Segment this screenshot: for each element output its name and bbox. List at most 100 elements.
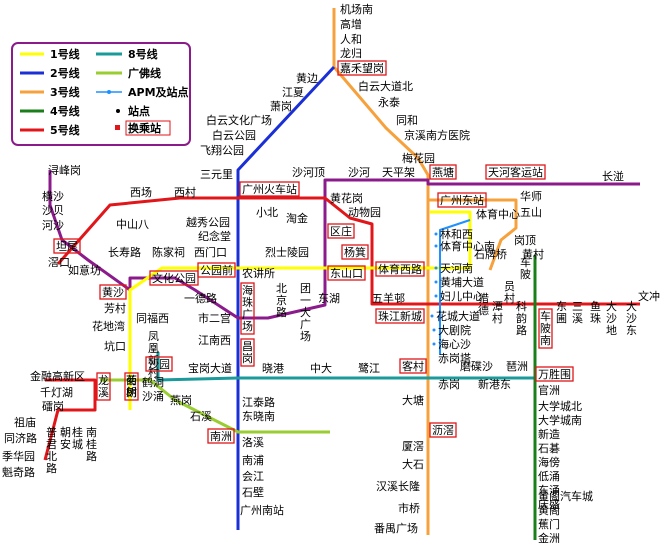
station-label-kk[interactable]: 坑口 [104, 339, 126, 353]
station-label-dwy[interactable]: 动物园 [348, 205, 381, 219]
station-label-dsd[interactable]: 大 [606, 299, 617, 313]
station-label-dsd[interactable]: 沙 [606, 312, 617, 325]
station-label-yt2[interactable]: 燕塘 [432, 165, 454, 179]
station-label-fc[interactable]: 芳村 [104, 301, 126, 315]
station-label-zd[interactable]: 中大 [310, 361, 332, 375]
station-label-gyq[interactable]: 公园前 [200, 263, 233, 277]
station-label-kyl[interactable]: 路 [516, 324, 527, 337]
station-label-wc[interactable]: 文冲 [638, 289, 660, 303]
station-label-sq[interactable]: 市桥 [398, 501, 420, 515]
station-label-hg[interactable]: 黄阁 [538, 503, 560, 517]
station-label-dp[interactable]: 东 [556, 300, 567, 313]
station-label-cbei[interactable]: 陂 [520, 267, 531, 281]
station-label-zjxc[interactable]: 珠江新城 [378, 309, 422, 323]
station-label-hj[interactable]: 会江 [242, 470, 264, 483]
station-label-thkyz[interactable]: 天河客运站 [488, 165, 543, 179]
station-label-jc[interactable]: 菊 [126, 374, 137, 387]
station-label-xl[interactable]: 西 [126, 374, 137, 387]
station-label-gc[interactable]: 桂 [72, 425, 83, 439]
station-label-bjl[interactable]: 路 [276, 306, 287, 319]
station-label-tyzx[interactable]: 体育中心 [476, 207, 520, 221]
station-label-ld[interactable]: 猎 [478, 291, 489, 305]
station-label-lj[interactable]: 鹭江 [358, 361, 380, 375]
station-label-xgang[interactable]: 晓港 [262, 362, 284, 375]
station-label-kql[interactable]: 魁奇路 [2, 465, 35, 479]
station-label-dsdong[interactable]: 东 [626, 324, 637, 337]
station-label-bjl[interactable]: 北 [276, 282, 287, 295]
station-label-lhx[interactable]: 林和西 [440, 227, 473, 241]
station-label-cbei[interactable]: 车 [520, 255, 531, 269]
station-label-thn[interactable]: 天河南 [440, 262, 473, 275]
station-label-hdw[interactable]: 花地湾 [92, 319, 125, 333]
station-label-sy[interactable]: 沙涌 [142, 390, 164, 403]
station-label-zm[interactable]: 祖庙 [14, 415, 36, 429]
station-label-dsk[interactable]: 东山口 [330, 267, 363, 280]
station-label-ca[interactable]: 朝 [60, 426, 71, 439]
station-label-hzgc[interactable]: 广 [242, 308, 253, 321]
station-label-bygy[interactable]: 白云公园 [212, 128, 256, 142]
station-label-tw[interactable]: 坦尾 [56, 239, 78, 253]
station-label-cbn[interactable]: 南 [540, 334, 551, 347]
station-label-fezx[interactable]: 妇儿中心 [440, 290, 484, 303]
station-label-jx[interactable]: 江夏 [282, 86, 304, 99]
station-label-jhy[interactable]: 季华园 [2, 449, 35, 463]
station-label-mds[interactable]: 磨碟沙 [460, 360, 493, 373]
station-label-kyl[interactable]: 韵 [516, 311, 527, 325]
station-label-ydl[interactable]: 一德路 [184, 291, 217, 305]
station-label-shd[interactable]: 沙河顶 [292, 166, 325, 179]
station-label-xj[interactable]: 厦滘 [402, 440, 424, 453]
station-label-ryf[interactable]: 如意坊 [68, 263, 101, 277]
station-label-njs[interactable]: 农讲所 [242, 266, 275, 280]
station-label-xz[interactable]: 新造 [538, 427, 560, 441]
station-label-tpj[interactable]: 天平架 [382, 166, 415, 179]
station-label-hpdd[interactable]: 黄埔大道 [440, 275, 484, 289]
station-label-cbn[interactable]: 陂 [540, 321, 551, 335]
station-label-dxn[interactable]: 东晓南 [242, 410, 275, 423]
station-label-pjbl[interactable]: 普 [46, 425, 57, 439]
station-label-dsdong[interactable]: 沙 [626, 312, 637, 325]
station-label-ljcz[interactable]: 龙 [98, 374, 109, 387]
station-label-xg[interactable]: 萧岗 [270, 100, 292, 113]
station-label-hc[interactable]: 黄村 [522, 247, 544, 261]
station-label-lgang[interactable]: 礌岗 [42, 400, 64, 413]
station-label-mhy[interactable]: 梅花园 [402, 151, 435, 165]
station-label-cgt[interactable]: 赤岗塔 [438, 352, 471, 365]
station-label-dyong[interactable]: 东涌 [538, 484, 560, 497]
station-label-bydbb[interactable]: 白云大道北 [358, 79, 413, 93]
station-label-hhg[interactable]: 黄花岗 [330, 191, 363, 205]
station-label-hesha[interactable]: 河沙 [42, 219, 64, 232]
station-label-hb[interactable]: 黄边 [296, 71, 318, 85]
station-label-sb[interactable]: 沙贝 [42, 204, 64, 217]
station-label-ws[interactable]: 五山 [520, 206, 542, 219]
station-label-seg[interactable]: 市二宫 [198, 311, 231, 325]
station-label-rh[interactable]: 人和 [340, 33, 362, 46]
station-label-lg[interactable]: 龙归 [340, 46, 362, 60]
station-label-jz[interactable]: 金洲 [538, 531, 560, 545]
station-label-fxgy[interactable]: 飞翔公园 [200, 143, 244, 157]
station-label-gc[interactable]: 城 [72, 438, 83, 451]
station-label-cg[interactable]: 岗 [242, 352, 253, 365]
station-label-tc[interactable]: 潭 [492, 300, 503, 313]
station-label-hgqcc[interactable]: 黄阁汽车城 [538, 489, 593, 503]
station-label-hd[interactable]: 鹤洞 [142, 375, 164, 389]
station-label-hbang[interactable]: 海傍 [538, 455, 560, 469]
station-label-fhxc[interactable]: 凤 [148, 330, 159, 343]
station-label-tj[interactable]: 淘金 [286, 211, 308, 225]
station-label-sanyl[interactable]: 三元里 [200, 168, 233, 181]
station-label-fhxc[interactable]: 村 [148, 365, 159, 379]
station-label-dy[interactable]: 低涌 [538, 470, 560, 483]
station-label-yt[interactable]: 永泰 [378, 95, 400, 109]
station-label-qdh[interactable]: 千灯湖 [40, 386, 73, 399]
station-label-qz[interactable]: 区庄 [330, 224, 352, 238]
station-label-lj2[interactable]: 沥滘 [432, 424, 454, 437]
station-label-kc[interactable]: 客村 [402, 359, 424, 373]
station-label-jc[interactable]: 树 [126, 385, 137, 399]
station-label-tydgc[interactable]: 团 [300, 282, 311, 295]
station-label-dsdong[interactable]: 大 [626, 299, 637, 313]
station-label-sx[interactable]: 溪 [572, 312, 583, 325]
station-label-hzgc[interactable]: 珠 [242, 295, 253, 309]
station-label-gzhou[interactable]: 官洲 [538, 383, 560, 397]
station-label-hcdd[interactable]: 花城大道 [436, 309, 480, 323]
station-label-sx[interactable]: 三 [572, 300, 583, 313]
station-label-tyzxn[interactable]: 体育中心南 [440, 239, 495, 253]
